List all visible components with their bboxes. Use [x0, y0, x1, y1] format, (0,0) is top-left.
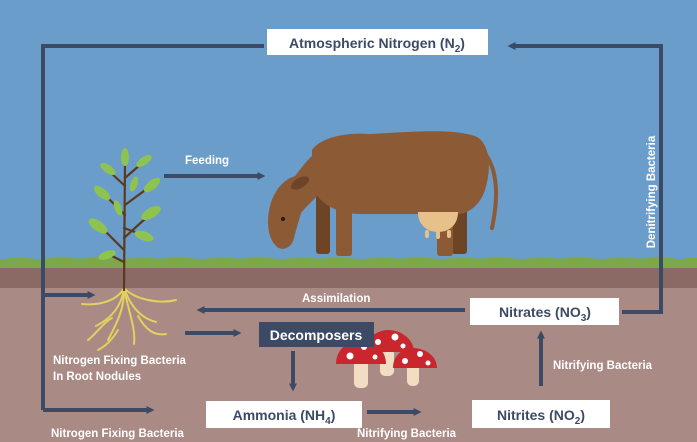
assimilation-label: Assimilation [302, 293, 370, 305]
decomposers-label: Decomposers [270, 327, 363, 343]
cow-teat [447, 230, 451, 238]
soil-band [0, 266, 697, 288]
nitrogen-fixing-root-label-line1: Nitrogen Fixing Bacteria [53, 355, 187, 367]
cow-teat [436, 231, 440, 239]
cow-leg-front-front [336, 198, 352, 256]
nitrogen-fixing-root-label-line2: In Root Nodules [53, 371, 141, 383]
cow-teat [425, 230, 429, 238]
denitrifying-bacteria-label: Denitrifying Bacteria [646, 135, 658, 248]
nitrogen-fixing-bottom-label: Nitrogen Fixing Bacteria [51, 428, 185, 440]
cow-eye [281, 217, 285, 221]
feeding-label: Feeding [185, 155, 229, 167]
nitrifying-bacteria-right-label: Nitrifying Bacteria [553, 360, 653, 372]
nitrifying-bacteria-bottom-label: Nitrifying Bacteria [357, 428, 457, 440]
